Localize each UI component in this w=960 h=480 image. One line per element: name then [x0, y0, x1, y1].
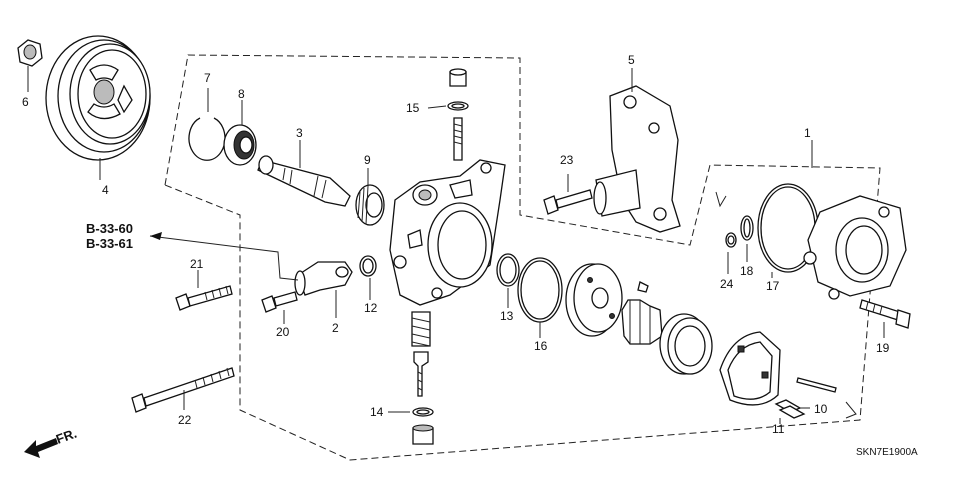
oring-12 — [359, 255, 377, 300]
callout-9: 9 — [364, 153, 371, 167]
bolt-20 — [261, 291, 298, 324]
shaft — [257, 140, 351, 207]
bolt-21 — [175, 270, 233, 311]
callout-13: 13 — [500, 309, 514, 323]
pump-cover — [719, 331, 781, 406]
reference-leader — [149, 235, 299, 281]
callout-15: 15 — [406, 101, 420, 115]
drawing-code: SKN7E1900A — [856, 447, 918, 458]
bolt-22 — [131, 367, 235, 413]
needle-bearing — [355, 168, 385, 226]
callout-23: 23 — [560, 153, 574, 167]
rotor — [621, 281, 663, 345]
callout-7: 7 — [204, 71, 211, 85]
callout-16: 16 — [534, 339, 548, 353]
oring-24 — [725, 232, 737, 274]
cam-ring — [659, 313, 713, 375]
callout-5: 5 — [628, 53, 635, 67]
nut — [17, 39, 43, 92]
callout-3: 3 — [296, 126, 303, 140]
callout-11: 11 — [772, 422, 785, 436]
front-direction-arrow — [24, 438, 58, 458]
callout-1: 1 — [804, 126, 811, 140]
flow-control-valve — [388, 311, 434, 445]
callout-17: 17 — [766, 279, 780, 293]
oring-17 — [757, 183, 819, 278]
vanes — [774, 399, 806, 424]
boundary-arrow — [845, 401, 857, 419]
callout-12: 12 — [364, 301, 378, 315]
callout-4: 4 — [102, 183, 109, 197]
direction-label: FR. — [54, 426, 79, 447]
callout-18: 18 — [740, 264, 754, 278]
inlet-joint — [294, 261, 353, 318]
oring-16 — [517, 257, 563, 338]
bolt-23 — [543, 169, 641, 217]
oring-13 — [496, 253, 520, 308]
callout-2: 2 — [332, 321, 339, 335]
snap-ring — [188, 88, 226, 161]
pump-housing — [389, 159, 506, 306]
pin — [796, 377, 837, 409]
callout-14: 14 — [370, 405, 384, 419]
oring-18 — [740, 215, 754, 262]
reference-b-33-60[interactable]: B-33-60 — [86, 221, 133, 236]
callout-19: 19 — [876, 341, 890, 355]
callout-8: 8 — [238, 87, 245, 101]
assembly-boundary — [164, 54, 881, 461]
callout-24: 24 — [720, 277, 734, 291]
callout-6: 6 — [22, 95, 29, 109]
callout-21: 21 — [190, 257, 204, 271]
rear-cover — [803, 140, 907, 300]
side-plate — [565, 263, 623, 337]
callout-10: 10 — [814, 402, 828, 416]
callout-22: 22 — [178, 413, 192, 427]
callout-20: 20 — [276, 325, 290, 339]
reference-b-33-61[interactable]: B-33-61 — [86, 236, 133, 251]
bearing — [223, 100, 257, 166]
plug-and-oring-top — [427, 68, 469, 161]
pulley — [45, 35, 151, 180]
boundary-arrow — [715, 191, 727, 208]
bolt-19 — [859, 299, 911, 338]
